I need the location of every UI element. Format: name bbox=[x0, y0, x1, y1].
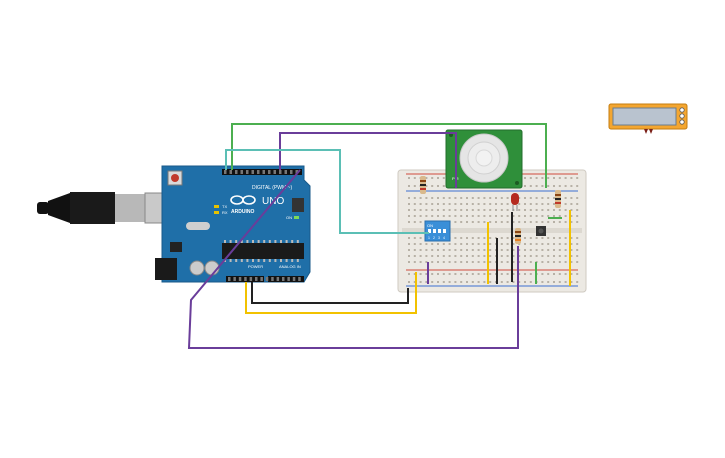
wire-green-pir[interactable] bbox=[231, 123, 547, 188]
dip-position-1: 1 bbox=[428, 236, 430, 240]
dip-position-3: 3 bbox=[438, 236, 440, 240]
power-label: POWER bbox=[248, 264, 263, 269]
power-jack bbox=[155, 258, 177, 280]
digital-pins bbox=[224, 170, 298, 174]
resistor-1[interactable] bbox=[420, 176, 426, 194]
digital-label: DIGITAL (PWM ~) bbox=[252, 185, 292, 191]
dip-switch-label: ON bbox=[427, 223, 433, 228]
dip-toggle-3[interactable] bbox=[438, 229, 441, 233]
arduino-logo-text: ARDUINO bbox=[231, 209, 254, 215]
power-analog-pins bbox=[228, 277, 301, 281]
dip-switch[interactable]: ON 1 2 3 4 bbox=[424, 220, 451, 242]
usb-cable-head bbox=[70, 192, 115, 224]
usb-cable-boot bbox=[48, 193, 70, 223]
crystal bbox=[186, 222, 210, 230]
analog-header bbox=[268, 276, 304, 282]
dip-position-2: 2 bbox=[433, 236, 435, 240]
wire-yellow-5v[interactable] bbox=[245, 272, 417, 314]
on-led bbox=[294, 216, 299, 219]
breadboard-holes bbox=[408, 177, 579, 283]
dip-toggle-4[interactable] bbox=[443, 229, 446, 233]
dip-toggle-2[interactable] bbox=[433, 229, 436, 233]
pir-sensor[interactable]: PIR bbox=[445, 129, 523, 189]
on-label: ON bbox=[286, 215, 292, 220]
resistor-2[interactable] bbox=[515, 228, 521, 244]
usb-metal-shell bbox=[115, 194, 149, 222]
lcd-screen bbox=[612, 107, 677, 126]
icsp-header bbox=[292, 198, 304, 212]
lcd-pin-2 bbox=[679, 113, 685, 119]
rx-label: RX bbox=[222, 210, 228, 215]
wire-purple-long[interactable] bbox=[187, 169, 519, 349]
rx-led bbox=[214, 211, 219, 214]
usb-plug-tip bbox=[37, 202, 49, 214]
dip-position-4: 4 bbox=[443, 236, 445, 240]
reset-button-cap bbox=[171, 174, 179, 182]
wire-purple-pir[interactable] bbox=[279, 132, 457, 188]
tx-label: TX bbox=[222, 204, 227, 209]
analog-label: ANALOG IN bbox=[279, 264, 301, 269]
lcd-pin-1 bbox=[679, 107, 685, 113]
led[interactable] bbox=[511, 193, 519, 211]
breadboard[interactable] bbox=[397, 169, 587, 293]
capacitor-1 bbox=[189, 260, 205, 276]
resistor-3[interactable] bbox=[555, 190, 561, 208]
pir-hole-br bbox=[515, 181, 519, 185]
dip-toggle-1[interactable] bbox=[428, 229, 431, 233]
lcd-lead-2 bbox=[649, 129, 653, 134]
atmega-chip bbox=[222, 243, 304, 259]
lcd-pin-3 bbox=[679, 119, 685, 125]
wire-black-gnd[interactable] bbox=[251, 282, 409, 304]
voltage-regulator bbox=[170, 242, 182, 252]
tx-led bbox=[214, 205, 219, 208]
push-button[interactable] bbox=[536, 226, 546, 236]
chip-legs bbox=[224, 240, 299, 262]
lcd-lead-1 bbox=[644, 129, 648, 134]
digital-header bbox=[222, 169, 302, 175]
lcd-module[interactable] bbox=[608, 103, 688, 134]
wire-teal-dip[interactable] bbox=[225, 149, 429, 234]
arduino-logo-icon bbox=[230, 195, 256, 205]
arduino-board[interactable]: ARDUINO UNO DIGITAL (PWM ~) POWER ANALOG… bbox=[37, 165, 311, 283]
